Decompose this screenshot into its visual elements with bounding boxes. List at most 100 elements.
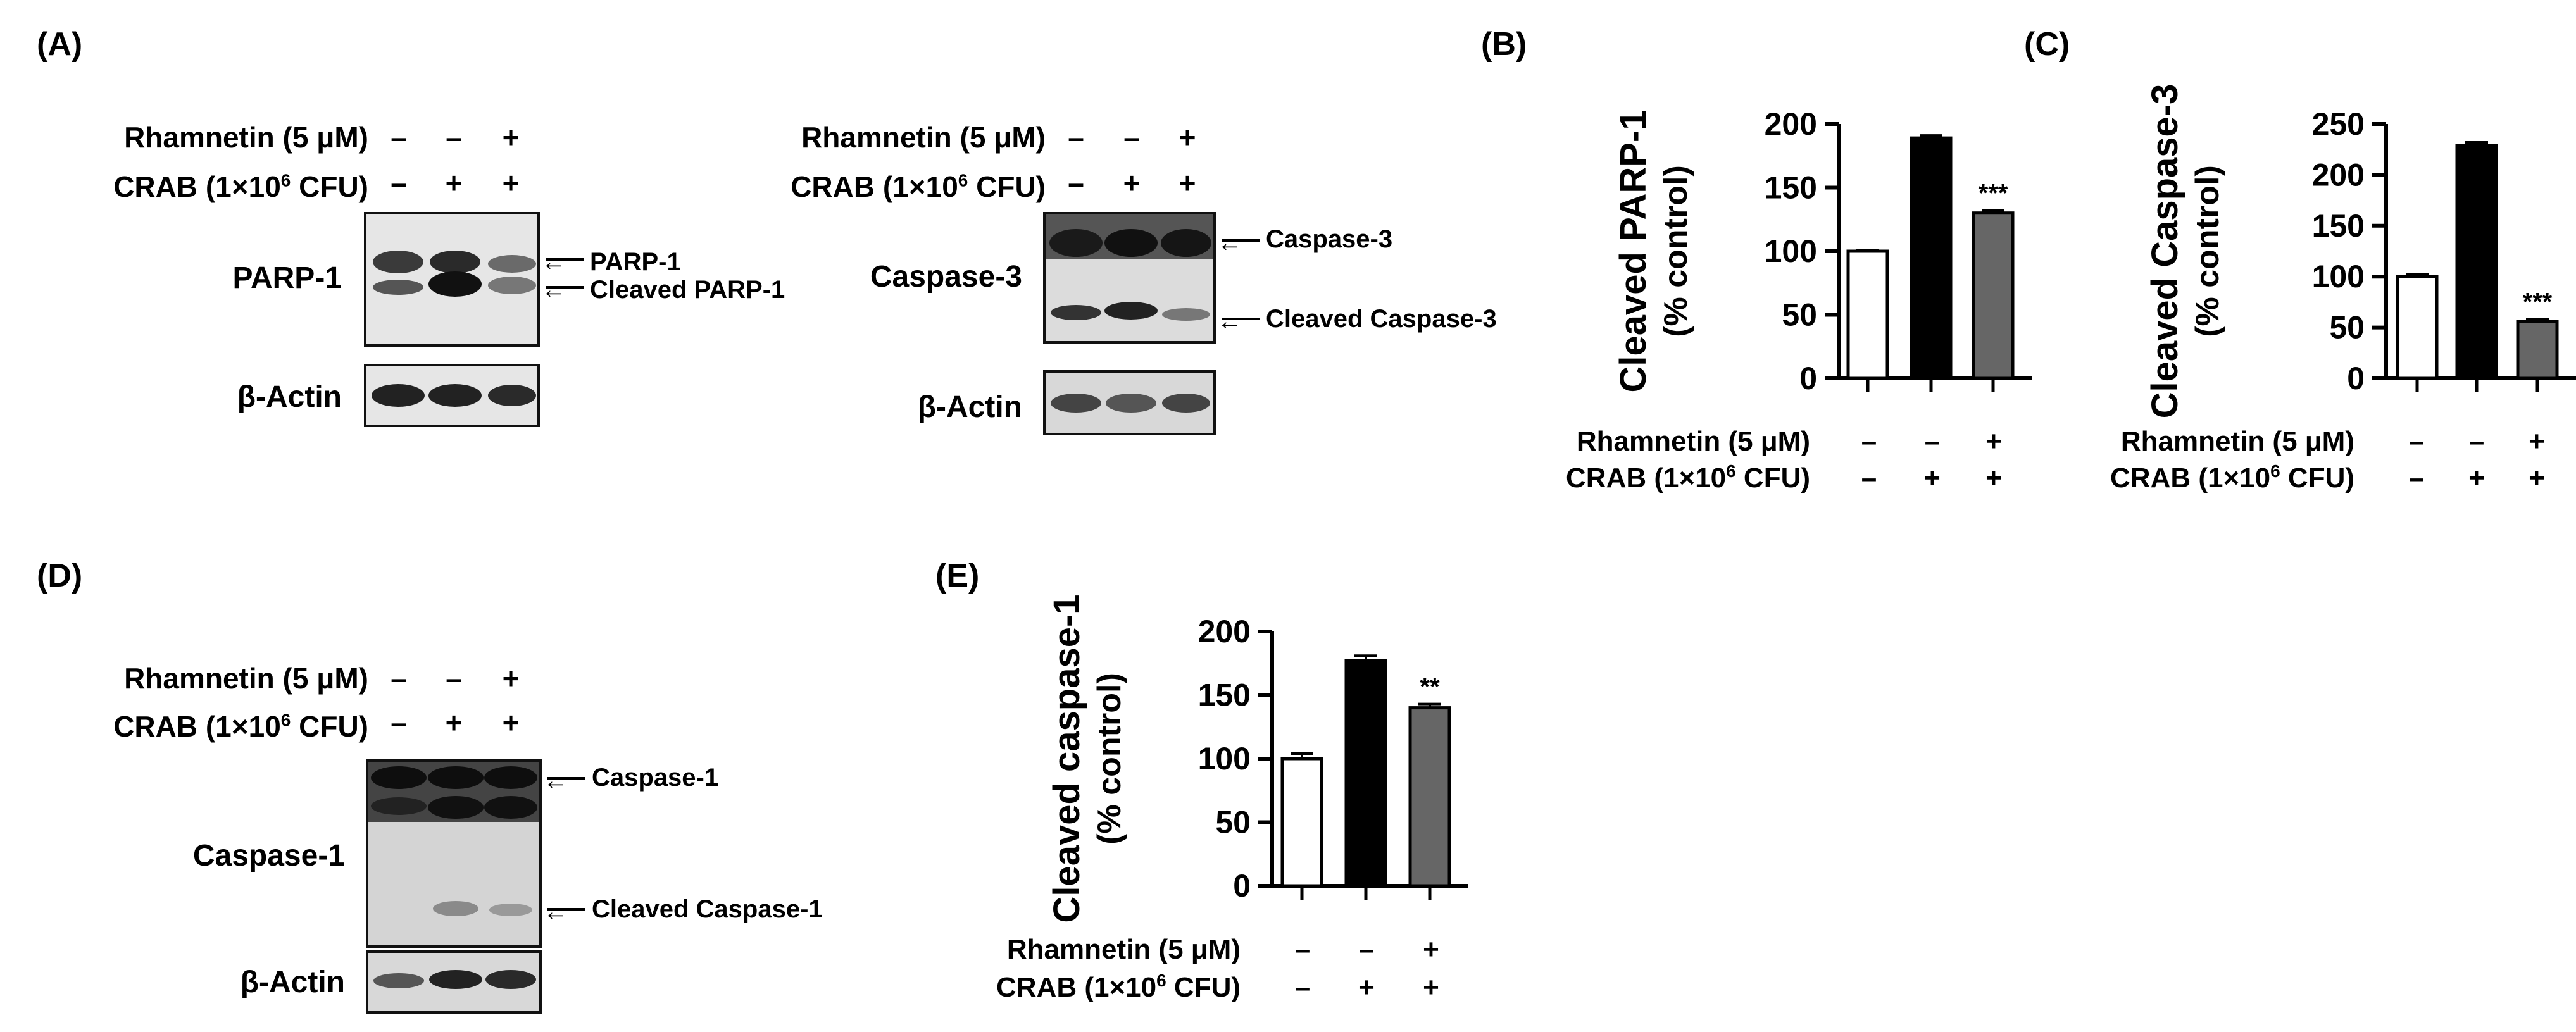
y-tick-label: 50 — [1782, 297, 1817, 333]
sign: + — [1123, 166, 1141, 199]
rhamnetin-row-label: Rhamnetin (5 μM) — [2121, 426, 2354, 457]
sign: – — [1359, 934, 1374, 965]
sign: – — [391, 166, 407, 199]
sign: + — [445, 706, 463, 739]
y-axis-label: Cleaved caspase-1 — [1046, 594, 1087, 923]
sign: – — [1861, 426, 1877, 457]
crab-row-label: CRAB (1×106 CFU) — [113, 170, 368, 203]
y-tick-label: 50 — [1215, 805, 1251, 840]
sign: + — [2529, 426, 2545, 457]
bar — [1910, 136, 1953, 380]
panel-label-e: (E) — [935, 557, 980, 594]
crab-row-label: CRAB (1×106 CFU) — [996, 971, 1241, 1003]
significance-label: *** — [2523, 289, 2553, 316]
arrow-head-icon: ← — [1217, 308, 1242, 335]
sign: – — [1925, 426, 1940, 457]
sign: + — [1179, 166, 1196, 199]
western-blot-image — [1043, 212, 1216, 344]
sign: – — [2409, 463, 2424, 494]
crab-row-label: CRAB (1×106 CFU) — [113, 710, 368, 743]
sign: – — [391, 706, 407, 739]
sign: – — [1295, 934, 1310, 965]
blot-protein-label: Caspase-1 — [192, 839, 345, 873]
significance-label: ** — [1420, 673, 1440, 701]
bar — [2396, 275, 2439, 380]
y-tick-label: 100 — [2312, 259, 2365, 294]
crab-row-label: CRAB (1×106 CFU) — [2110, 461, 2354, 494]
western-blot-image — [364, 212, 540, 347]
rhamnetin-row-label: Rhamnetin (5 μM) — [801, 121, 1046, 154]
sign: – — [446, 662, 462, 695]
blot-bands-icon — [366, 214, 537, 344]
sign: + — [1179, 121, 1196, 154]
blot-bands-icon — [1046, 373, 1213, 433]
panel-label-d: (D) — [37, 557, 83, 594]
y-tick-label: 100 — [1765, 233, 1817, 269]
y-tick-label: 0 — [1799, 361, 1817, 396]
y-axis-label: Cleaved PARP-1 — [1613, 110, 1654, 393]
band-label: Caspase-3 — [1266, 225, 1393, 253]
blot-protein-label: PARP-1 — [232, 261, 342, 295]
y-tick-label: 0 — [2347, 361, 2365, 396]
arrow-head-icon: ← — [543, 898, 568, 926]
sign: – — [2469, 426, 2484, 457]
blot-protein-label: Caspase-3 — [870, 260, 1022, 294]
bar — [1846, 249, 1889, 380]
sign: – — [446, 121, 462, 154]
arrow-line — [546, 258, 584, 261]
y-axis-label-unit: (% control) — [2189, 165, 2226, 337]
y-axis-label: Cleaved Caspase-3 — [2144, 84, 2185, 419]
crab-row-label: CRAB (1×106 CFU) — [791, 170, 1046, 203]
bar — [2455, 144, 2498, 380]
y-tick-label: 250 — [2312, 106, 2365, 142]
loading-control-label: β-Actin — [237, 380, 342, 414]
arrow-line — [547, 777, 585, 780]
sign: + — [502, 662, 520, 695]
band-label: Cleaved Caspase-1 — [592, 895, 823, 923]
sign: – — [1123, 121, 1140, 154]
sign: + — [2529, 463, 2545, 494]
rhamnetin-row-label: Rhamnetin (5 μM) — [1577, 426, 1810, 457]
y-tick-label: 100 — [1198, 741, 1251, 776]
panel-label-c: (C) — [2024, 26, 2070, 63]
loading-control-label: β-Actin — [917, 390, 1022, 424]
sign: + — [1985, 463, 2002, 494]
band-label: Cleaved PARP-1 — [590, 276, 785, 304]
y-tick-label: 50 — [2329, 310, 2365, 345]
sign: + — [445, 166, 463, 199]
arrow-head-icon: ← — [543, 767, 568, 795]
sign: + — [502, 166, 520, 199]
western-blot-image — [364, 364, 540, 427]
blot-bands-icon — [368, 953, 539, 1011]
sign: + — [1423, 972, 1439, 1003]
western-blot-image — [366, 950, 542, 1014]
sign: – — [1861, 463, 1877, 494]
sign: + — [1423, 934, 1439, 965]
y-tick-label: 0 — [1233, 868, 1251, 904]
band-label: Caspase-1 — [592, 764, 719, 792]
arrow-line — [1222, 239, 1260, 242]
western-blot-image — [366, 759, 542, 948]
sign: – — [391, 662, 407, 695]
blot-bands-icon — [366, 366, 537, 425]
rhamnetin-row-label: Rhamnetin (5 μM) — [124, 662, 368, 695]
sign: + — [502, 706, 520, 739]
bar — [2516, 320, 2559, 380]
sign: + — [2468, 463, 2485, 494]
sign: – — [1068, 121, 1084, 154]
sign: + — [1358, 972, 1375, 1003]
arrow-line — [547, 908, 585, 911]
arrow-line — [1222, 318, 1260, 320]
bar — [1408, 706, 1451, 888]
sign: – — [1295, 972, 1310, 1003]
arrow-head-icon: ← — [541, 248, 566, 276]
y-axis-label-unit: (% control) — [1091, 673, 1128, 845]
y-tick-label: 150 — [2312, 208, 2365, 244]
loading-control-label: β-Actin — [240, 966, 345, 999]
rhamnetin-row-label: Rhamnetin (5 μM) — [124, 121, 368, 154]
bar — [1972, 211, 2015, 380]
band-label: Cleaved Caspase-3 — [1266, 305, 1497, 333]
